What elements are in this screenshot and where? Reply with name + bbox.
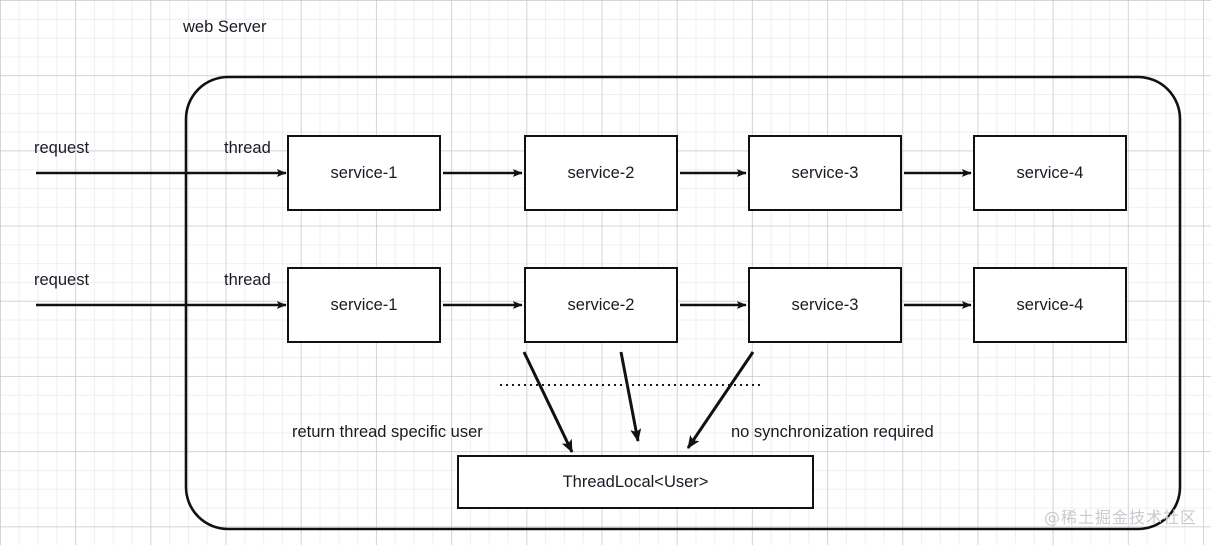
watermark: @稀土掘金技术社区 [1043,508,1197,527]
request-label-row1: request [34,139,90,157]
service-box-row1-service-1[interactable]: service-1 [287,135,441,211]
service-box-row2-service-2[interactable]: service-2 [524,267,678,343]
threadlocal-box[interactable]: ThreadLocal<User> [457,455,814,509]
threadlocal-arrow-3 [686,351,755,449]
thread-label-row1: thread [224,139,271,157]
threadlocal-arrow-1 [522,351,574,453]
web-server-title: web Server [183,18,267,36]
service-box-row1-service-2[interactable]: service-2 [524,135,678,211]
web-server-container [184,75,1182,531]
service-box-row2-service-4[interactable]: service-4 [973,267,1127,343]
service-box-row2-service-3[interactable]: service-3 [748,267,902,343]
service-box-row1-service-3[interactable]: service-3 [748,135,902,211]
thread-label-row2: thread [224,271,271,289]
request-label-row2: request [34,271,90,289]
return-thread-specific-user-label: return thread specific user [292,423,483,441]
threadlocal-arrow-2 [619,351,642,442]
service-box-row1-service-4[interactable]: service-4 [973,135,1127,211]
service-box-row2-service-1[interactable]: service-1 [287,267,441,343]
no-synchronization-required-label: no synchronization required [731,423,934,441]
